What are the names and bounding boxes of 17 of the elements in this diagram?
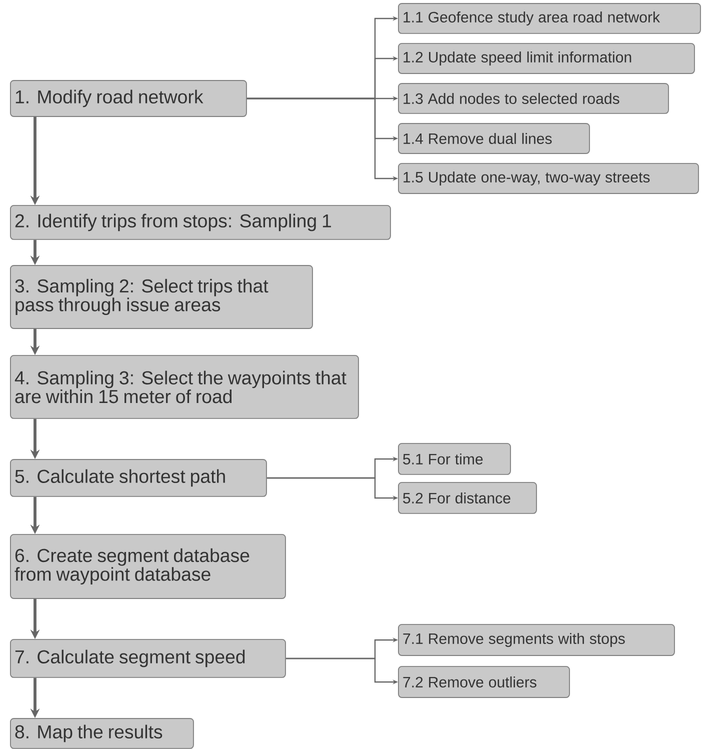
process-box: 3. Sampling 2: Select trips that pass through issue areas <box>10 265 313 329</box>
process-box: 1.4 Remove dual lines <box>398 123 590 154</box>
process-box: 1.3 Add nodes to selected roads <box>398 83 669 114</box>
process-box: 7.1 Remove segments with stops <box>398 624 675 656</box>
process-box: 7. Calculate segment speed <box>10 639 286 678</box>
process-box: 5. Calculate shortest path <box>10 459 267 497</box>
process-box: 8. Map the results <box>10 718 194 749</box>
process-box: 1.1 Geofence study area road network <box>398 3 701 34</box>
process-box: 4. Sampling 3: Select the waypoints that are within 15 meter of road <box>10 355 359 419</box>
process-box: 5.2 For distance <box>398 482 537 514</box>
process-box: 1.5 Update one-way, two-way streets <box>398 163 699 194</box>
process-box: 7.2 Remove outliers <box>398 666 570 698</box>
process-box: 1. Modify road network <box>10 80 247 117</box>
process-box: 5.1 For time <box>398 443 511 475</box>
process-box: 2. Identify trips from stops: Sampling 1 <box>10 205 391 240</box>
process-box: 1.2 Update speed limit information <box>398 43 695 74</box>
process-box: 6. Create segment database from waypoint database <box>10 534 286 599</box>
